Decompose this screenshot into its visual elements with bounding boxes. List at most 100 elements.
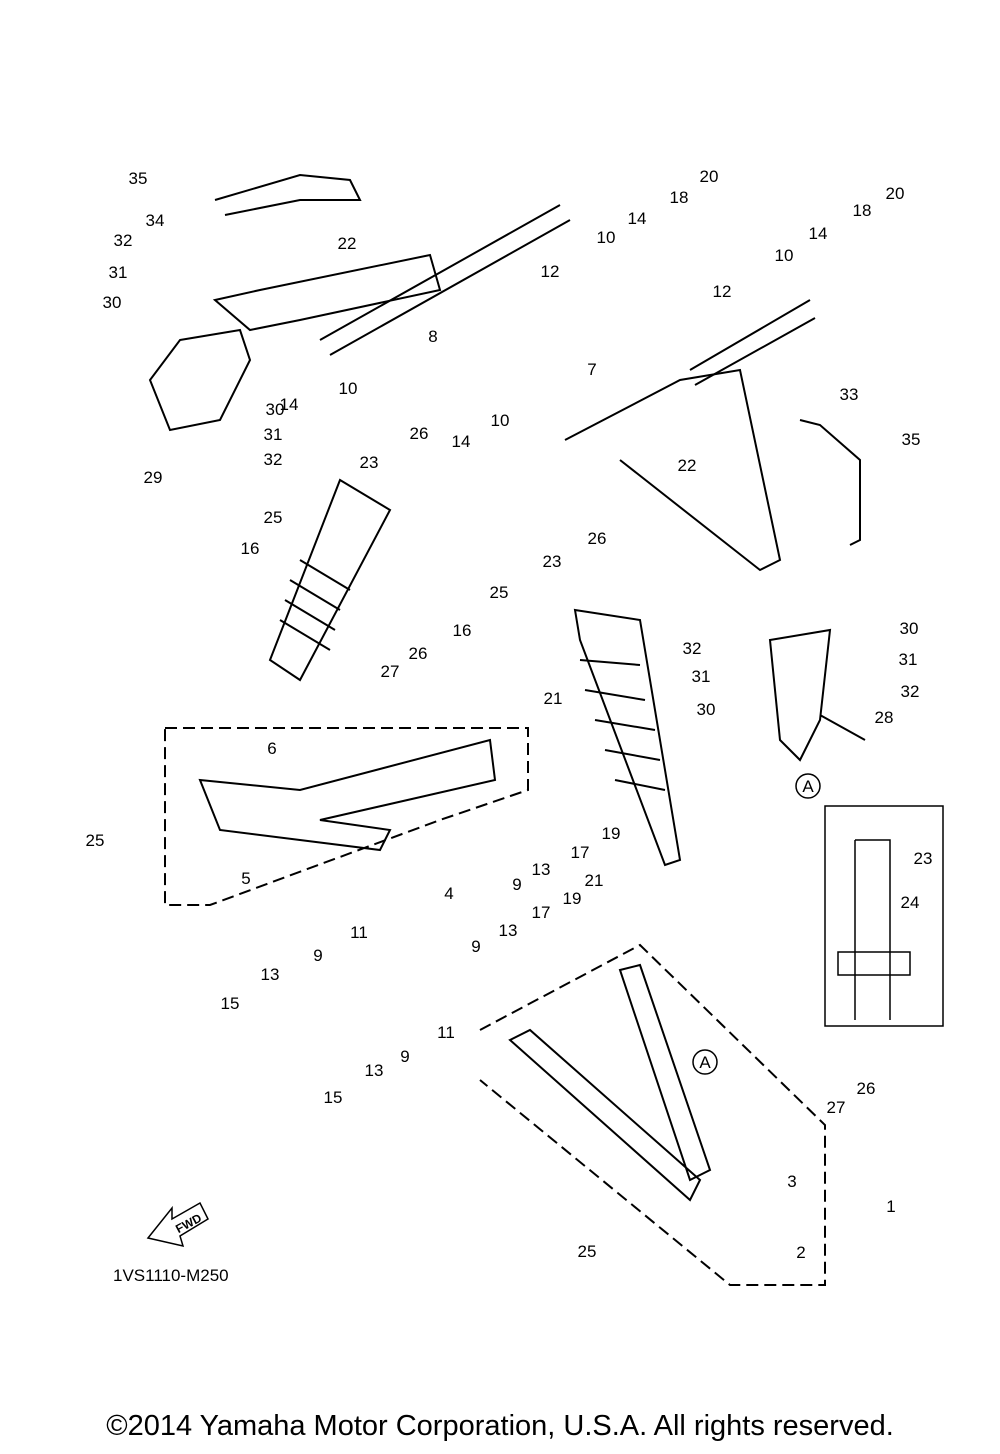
callout-label: 10 bbox=[775, 246, 794, 265]
reference-label-a-2: A bbox=[699, 1053, 711, 1072]
lower-arm-box-right bbox=[479, 943, 826, 1286]
callout-label: 5 bbox=[241, 869, 250, 888]
callout-label: 32 bbox=[683, 639, 702, 658]
callout-label: 35 bbox=[902, 430, 921, 449]
callout-label: 13 bbox=[261, 965, 280, 984]
callout-label: 12 bbox=[713, 282, 732, 301]
callout-label: 20 bbox=[886, 184, 905, 203]
callout-label: 10 bbox=[339, 379, 358, 398]
callout-label: 30 bbox=[266, 400, 285, 419]
reference-label-a-1: A bbox=[802, 777, 814, 796]
inset-box bbox=[824, 805, 944, 1027]
callout-label: 8 bbox=[428, 327, 437, 346]
callout-label: 16 bbox=[241, 539, 260, 558]
callout-labels: 3534323130228121014182010143031322926231… bbox=[86, 167, 933, 1262]
knuckle-left bbox=[148, 328, 252, 432]
callout-label: 25 bbox=[86, 831, 105, 850]
callout-label: 11 bbox=[350, 923, 368, 942]
callout-label: 32 bbox=[901, 682, 920, 701]
callout-label: 33 bbox=[840, 385, 859, 404]
callout-label: 17 bbox=[571, 843, 590, 862]
callout-label: 30 bbox=[697, 700, 716, 719]
callout-label: 7 bbox=[587, 360, 596, 379]
callout-label: 13 bbox=[499, 921, 518, 940]
callout-label: 22 bbox=[678, 456, 697, 475]
bracket-left bbox=[214, 173, 362, 216]
callout-label: 1 bbox=[886, 1197, 895, 1216]
callout-label: 34 bbox=[146, 211, 165, 230]
callout-label: 25 bbox=[578, 1242, 597, 1261]
callout-label: 26 bbox=[857, 1079, 876, 1098]
callout-label: 23 bbox=[360, 453, 379, 472]
callout-label: 6 bbox=[267, 739, 276, 758]
callout-label: 31 bbox=[109, 263, 128, 282]
callout-label: 2 bbox=[796, 1243, 805, 1262]
callout-label: 17 bbox=[532, 903, 551, 922]
callout-label: 9 bbox=[400, 1047, 409, 1066]
upper-arm-tube-right bbox=[689, 299, 816, 386]
callout-label: 10 bbox=[491, 411, 510, 430]
callout-label: 22 bbox=[338, 234, 357, 253]
callout-label: 13 bbox=[365, 1061, 384, 1080]
fwd-arrow-label: FWD bbox=[173, 1211, 204, 1236]
upper-arm-right bbox=[564, 368, 782, 572]
callout-label: 9 bbox=[471, 937, 480, 956]
callout-label: 30 bbox=[103, 293, 122, 312]
fwd-arrow-icon bbox=[146, 1201, 209, 1248]
callout-label: 4 bbox=[444, 884, 453, 903]
callout-label: 19 bbox=[602, 824, 621, 843]
callout-label: 11 bbox=[437, 1023, 455, 1042]
callout-label: 23 bbox=[543, 552, 562, 571]
callout-label: 24 bbox=[901, 893, 920, 912]
callout-label: 15 bbox=[221, 994, 240, 1013]
callout-label: 10 bbox=[597, 228, 616, 247]
callout-label: 25 bbox=[264, 508, 283, 527]
callout-label: 18 bbox=[853, 201, 872, 220]
copyright-notice: ©2014 Yamaha Motor Corporation, U.S.A. A… bbox=[106, 1410, 894, 1442]
parts-diagram: 3534323130228121014182010143031322926231… bbox=[86, 167, 944, 1286]
callout-label: 15 bbox=[324, 1088, 343, 1107]
callout-label: 12 bbox=[541, 262, 560, 281]
callout-label: 21 bbox=[585, 871, 604, 890]
upper-arm-left bbox=[212, 253, 442, 332]
lower-arm-left bbox=[198, 738, 497, 852]
callout-label: 27 bbox=[381, 662, 400, 681]
callout-label: 30 bbox=[900, 619, 919, 638]
callout-label: 14 bbox=[628, 209, 647, 228]
callout-label: 19 bbox=[563, 889, 582, 908]
callout-label: 31 bbox=[692, 667, 711, 686]
callout-label: 25 bbox=[490, 583, 509, 602]
callout-label: 31 bbox=[899, 650, 918, 669]
callout-label: 28 bbox=[875, 708, 894, 727]
callout-label: 23 bbox=[914, 849, 933, 868]
callout-label: 14 bbox=[452, 432, 471, 451]
upper-arm-tube-left bbox=[319, 204, 571, 356]
callout-label: 18 bbox=[670, 188, 689, 207]
callout-label: 35 bbox=[129, 169, 148, 188]
callout-label: 20 bbox=[700, 167, 719, 186]
reference-circle-a-2 bbox=[692, 1049, 718, 1075]
shock-right bbox=[573, 608, 682, 867]
callout-label: 27 bbox=[827, 1098, 846, 1117]
lower-arm-right bbox=[508, 963, 712, 1202]
callout-label: 9 bbox=[313, 946, 322, 965]
callout-label: 9 bbox=[512, 875, 521, 894]
callout-label: 26 bbox=[409, 644, 428, 663]
callout-label: 31 bbox=[264, 425, 283, 444]
lower-arm-box-left bbox=[164, 727, 529, 906]
callout-label: 14 bbox=[280, 395, 299, 414]
callout-label: 16 bbox=[453, 621, 472, 640]
callout-label: 13 bbox=[532, 860, 551, 879]
callout-label: 21 bbox=[544, 689, 563, 708]
callout-label: 29 bbox=[144, 468, 163, 487]
callout-label: 26 bbox=[588, 529, 607, 548]
callout-label: 26 bbox=[410, 424, 429, 443]
reference-circle-a-1 bbox=[795, 773, 821, 799]
callout-label: 3 bbox=[787, 1172, 796, 1191]
callout-label: 32 bbox=[264, 450, 283, 469]
diagram-code: 1VS1110-M250 bbox=[113, 1266, 229, 1285]
bracket-right bbox=[799, 419, 861, 546]
shock-left bbox=[268, 478, 392, 682]
knuckle-right bbox=[768, 628, 866, 762]
callout-label: 14 bbox=[809, 224, 828, 243]
